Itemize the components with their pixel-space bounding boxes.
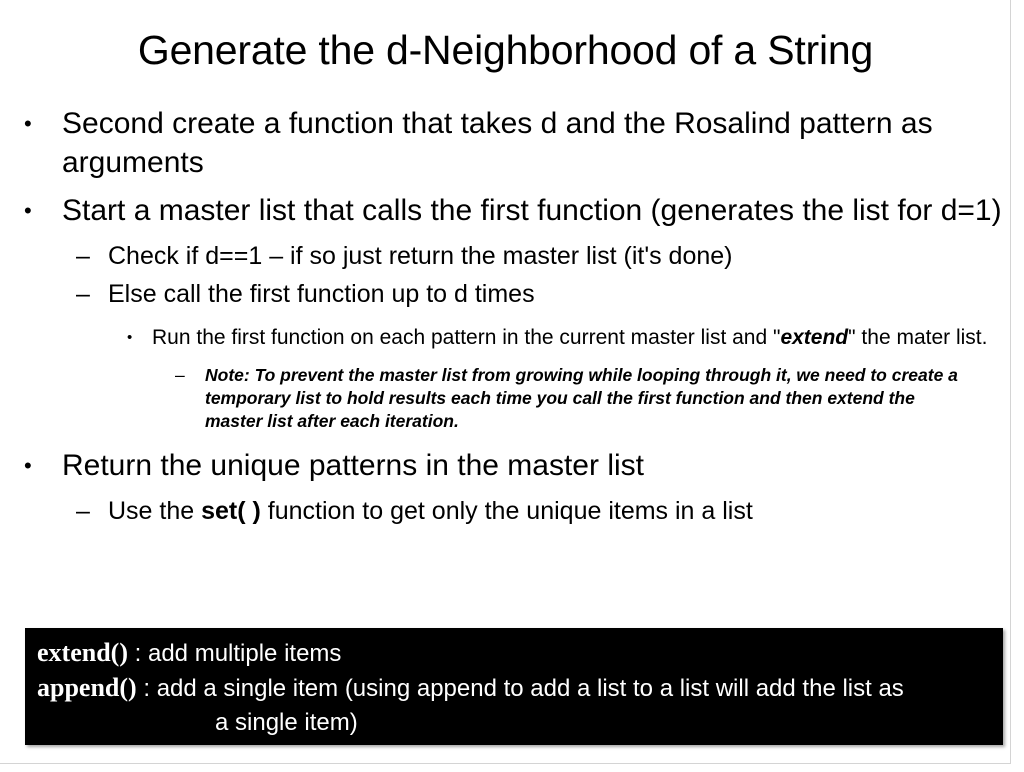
slide-canvas: Generate the d-Neighborhood of a String …	[0, 0, 1011, 764]
bullet-text: Start a master list that calls the first…	[62, 194, 1002, 227]
bullet-emphasis-extend: extend	[780, 326, 849, 349]
bullet-text-after: function to get only the unique items in…	[260, 497, 753, 525]
bullet-dash-icon: –	[76, 280, 90, 308]
bullet-text-before: Run the first function on each pattern i…	[152, 326, 781, 349]
bullet-text: Else call the first function up to d tim…	[108, 280, 535, 308]
bullet-dot-icon: •	[24, 111, 32, 136]
bullet-dot-icon: •	[24, 198, 32, 223]
bullet-dash-icon: –	[76, 497, 90, 525]
callout-line-append: append() : add a single item (using appe…	[37, 671, 991, 706]
bullet-emphasis-set: set( )	[201, 497, 261, 525]
bullet-dot-icon: •	[127, 329, 133, 346]
bullet-dot-icon: •	[24, 453, 32, 478]
slide-body-outline: • Second create a function that takes d …	[0, 104, 1011, 533]
bullet-text: Second create a function that takes d an…	[62, 107, 933, 179]
bullet-level3-run-first-function: • Run the first function on each pattern…	[0, 324, 1011, 351]
bullet-dash-icon: –	[76, 242, 90, 270]
callout-box-list-methods: extend() : add multiple items append() :…	[25, 628, 1003, 745]
callout-text-append: : add a single item (using append to add…	[136, 675, 904, 702]
bullet-text: Check if d==1 – if so just return the ma…	[108, 242, 733, 270]
bullet-level4-note: – Note: To prevent the master list from …	[0, 364, 1011, 433]
bullet-text: Return the unique patterns in the master…	[62, 449, 644, 482]
slide-title: Generate the d-Neighborhood of a String	[137, 27, 874, 73]
bullet-level1-start-master-list: • Start a master list that calls the fir…	[0, 191, 1011, 230]
callout-line-extend: extend() : add multiple items	[37, 636, 991, 671]
bullet-text-before: Use the	[108, 497, 202, 525]
bullet-level2-else-call: – Else call the first function up to d t…	[0, 278, 1011, 311]
bullet-level2-use-set-function: – Use the set( ) function to get only th…	[0, 495, 1011, 528]
bullet-text: Use the set( ) function to get only the …	[108, 495, 1011, 528]
bullet-level1-second-create: • Second create a function that takes d …	[0, 104, 1011, 182]
bullet-level2-check-d-equals-1: – Check if d==1 – if so just return the …	[0, 240, 1011, 273]
callout-text-extend: : add multiple items	[127, 640, 342, 667]
bullet-text: Note: To prevent the master list from gr…	[205, 365, 958, 431]
callout-code-append: append()	[37, 673, 137, 702]
bullet-dash-icon: –	[175, 365, 185, 385]
callout-line-append-continued: a single item)	[215, 709, 358, 736]
bullet-level1-return-unique: • Return the unique patterns in the mast…	[0, 446, 1011, 485]
callout-code-extend: extend()	[37, 638, 128, 667]
bullet-text: Run the first function on each pattern i…	[152, 324, 1011, 351]
bullet-text-after: " the mater list.	[848, 326, 988, 349]
